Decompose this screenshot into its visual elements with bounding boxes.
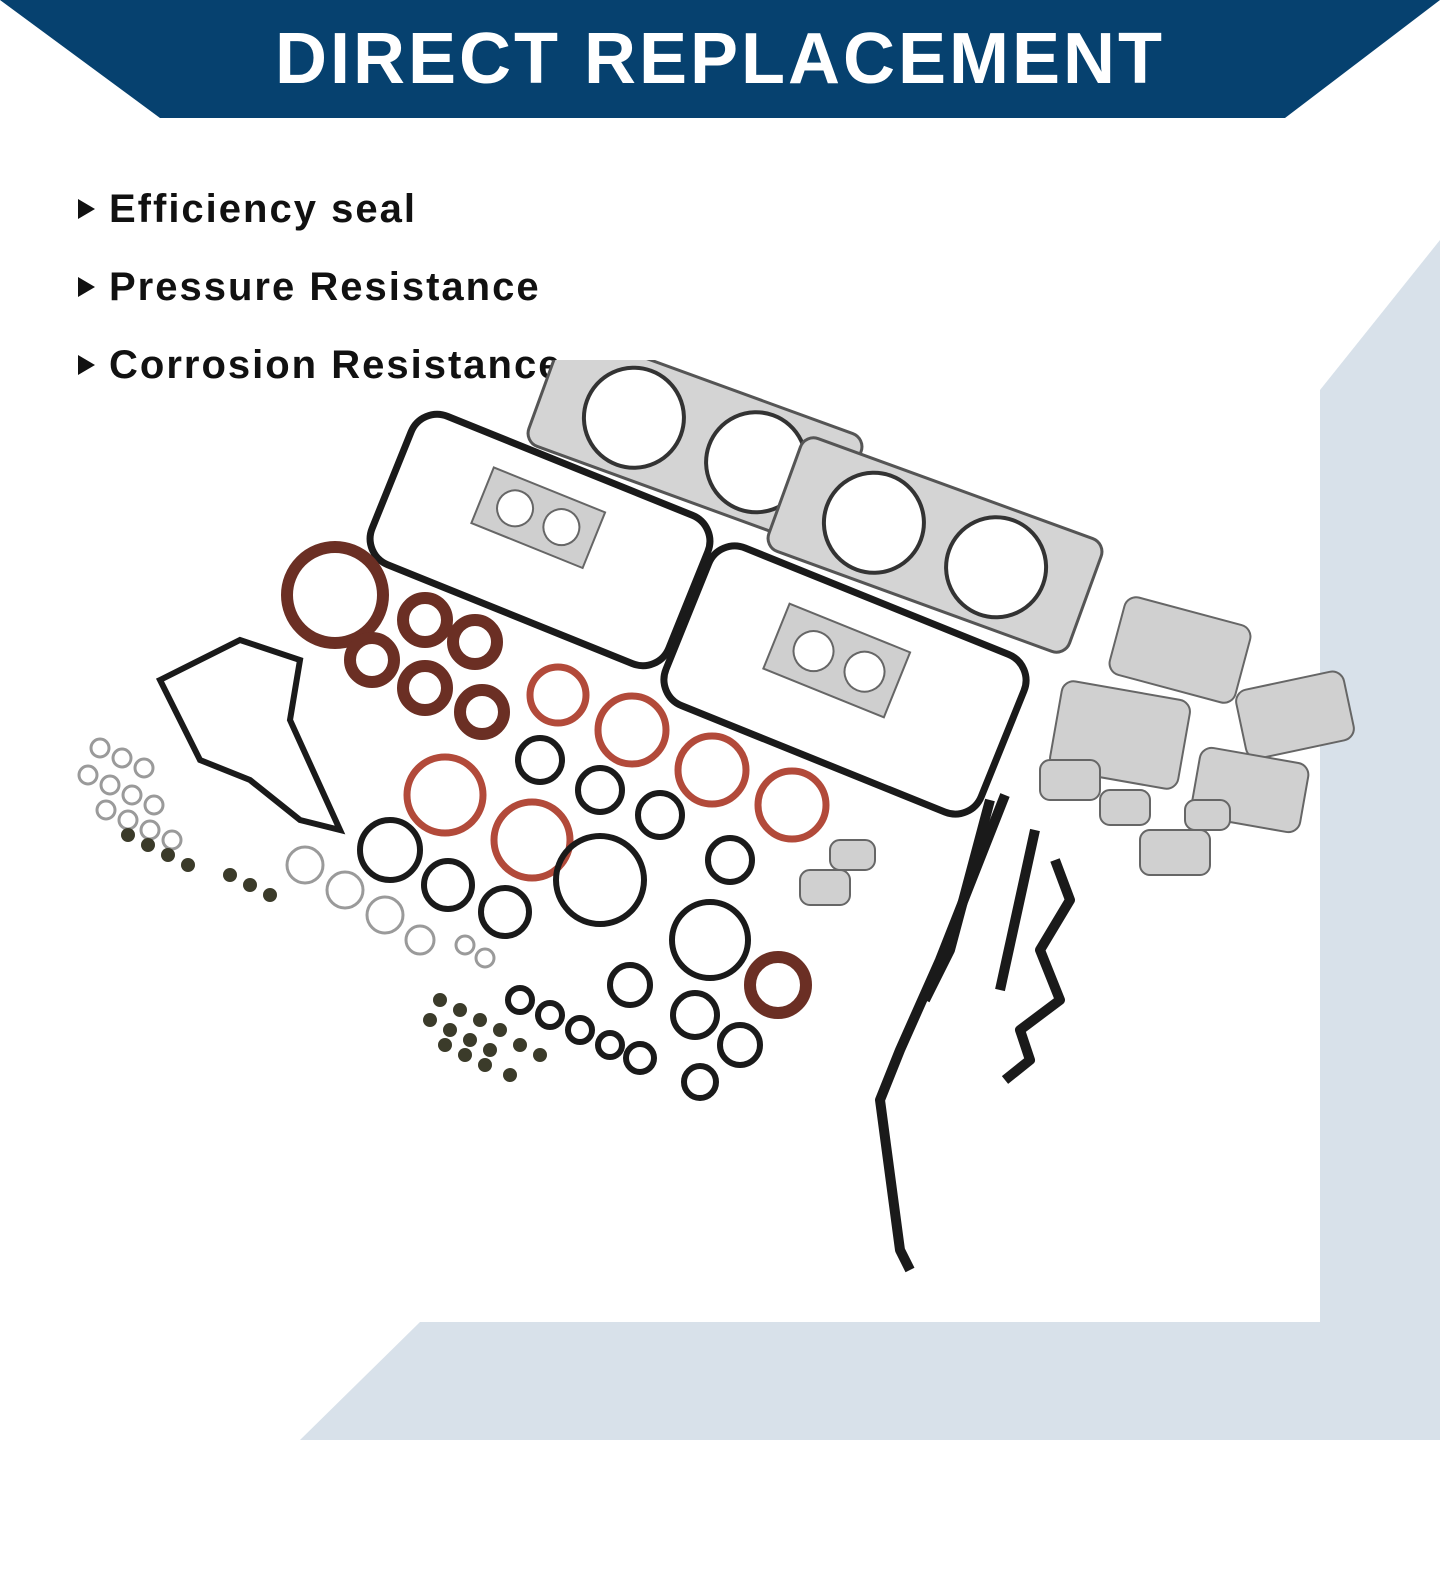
bottom-accent-panel	[300, 1322, 1440, 1440]
valve-stem-seals	[121, 828, 547, 1082]
washers	[77, 737, 496, 969]
gasket-kit-illustration	[77, 360, 1355, 1273]
feature-label: Corrosion Resistance	[109, 342, 563, 387]
right-accent-panel	[1320, 240, 1440, 1440]
play-triangle-icon	[78, 355, 95, 375]
play-triangle-icon	[78, 277, 95, 297]
oil-seals	[281, 541, 812, 1019]
feature-label: Pressure Resistance	[109, 264, 541, 309]
feature-list: Efficiency seal Pressure Resistance Corr…	[78, 170, 562, 404]
valve-cover-gasket-left	[366, 410, 714, 670]
rubber-strips	[875, 793, 1075, 1273]
header-banner	[0, 0, 1440, 118]
head-gasket-left	[526, 360, 864, 549]
head-gasket-right	[766, 436, 1104, 654]
intake-gaskets	[403, 663, 830, 882]
exhaust-gaskets	[799, 596, 1355, 906]
play-triangle-icon	[78, 199, 95, 219]
feature-item: Corrosion Resistance	[78, 326, 562, 404]
feature-label: Efficiency seal	[109, 186, 417, 231]
feature-item: Pressure Resistance	[78, 248, 562, 326]
feature-item: Efficiency seal	[78, 170, 562, 248]
timing-cover-gasket	[155, 636, 346, 835]
valve-cover-gasket-right	[660, 542, 1030, 818]
o-rings	[357, 735, 763, 1101]
banner-title: DIRECT REPLACEMENT	[274, 19, 1165, 99]
